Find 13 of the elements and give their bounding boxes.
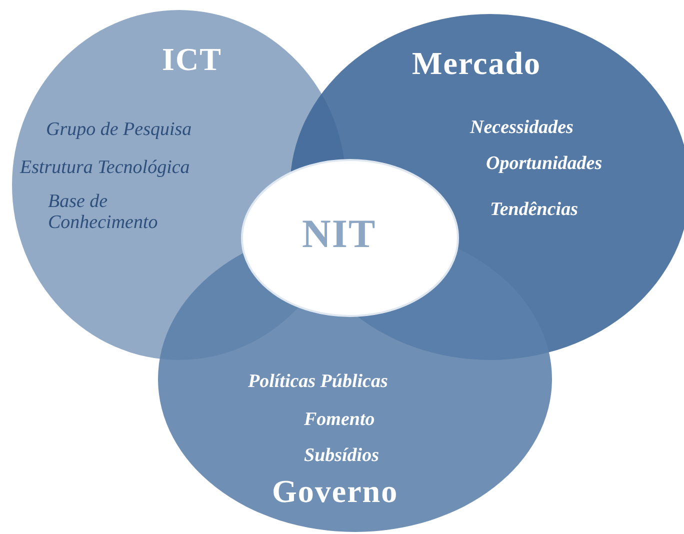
item-text: Fomento [304,410,375,431]
item-text: Necessidades [470,118,574,139]
item-text: Base de Conhecimento [48,192,159,234]
item-text: Políticas Públicas [248,372,388,393]
item-text: Tendências [490,200,578,221]
center-heading: NIT [302,212,376,256]
circle-heading: Mercado [412,46,542,82]
circle-heading: ICT [162,42,222,78]
item-text: Estrutura Tecnológica [20,158,190,179]
item-text: Oportunidades [486,154,602,175]
item-text: Subsídios [304,446,379,467]
circle-heading: Governo [272,474,398,510]
item-text: Grupo de Pesquisa [46,120,192,141]
